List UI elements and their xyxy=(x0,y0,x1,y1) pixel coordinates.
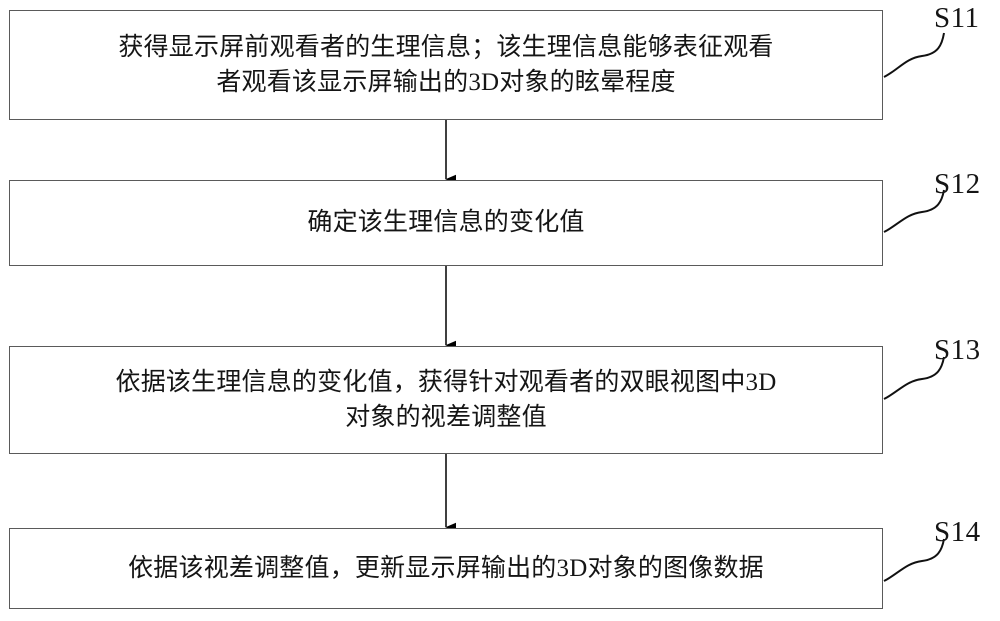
process-box-s13-text: 依据该生理信息的变化值，获得针对观看者的双眼视图中3D 对象的视差调整值 xyxy=(115,368,777,432)
process-box-s12[interactable]: 确定该生理信息的变化值 xyxy=(9,180,883,266)
process-box-s11-text: 获得显示屏前观看者的生理信息；该生理信息能够表征观看 者观看该显示屏输出的3D对… xyxy=(118,33,774,97)
leader-line-s11 xyxy=(883,32,945,78)
step-label-s12: S12 xyxy=(934,168,981,200)
process-box-s14[interactable]: 依据该视差调整值，更新显示屏输出的3D对象的图像数据 xyxy=(9,528,883,609)
process-box-s14-text: 依据该视差调整值，更新显示屏输出的3D对象的图像数据 xyxy=(128,554,764,582)
process-box-s13[interactable]: 依据该生理信息的变化值，获得针对观看者的双眼视图中3D 对象的视差调整值 xyxy=(9,346,883,454)
process-box-s11[interactable]: 获得显示屏前观看者的生理信息；该生理信息能够表征观看 者观看该显示屏输出的3D对… xyxy=(9,10,883,120)
process-box-s12-text: 确定该生理信息的变化值 xyxy=(307,209,585,237)
step-label-s13: S13 xyxy=(934,334,981,366)
step-label-s14: S14 xyxy=(934,516,981,548)
step-label-s11: S11 xyxy=(934,2,980,34)
